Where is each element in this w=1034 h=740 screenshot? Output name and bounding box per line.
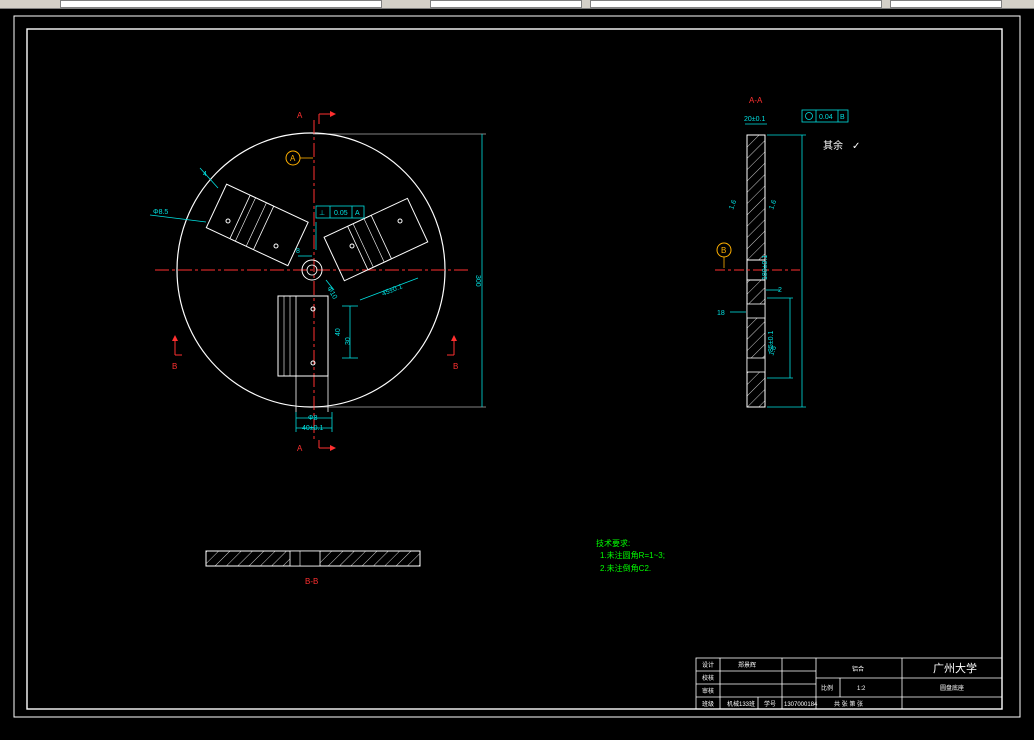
tolerance-center-value: 0.05 [334,210,348,217]
toolbar-combo-2[interactable] [430,0,582,8]
dim-vertical-1: 180±0.1 [762,255,769,280]
tb-school: 广州大学 [933,661,977,675]
toolbar-combo-4[interactable] [890,0,1002,8]
dim-bottom-2-text: Φ8 [308,415,318,422]
screw-hole [310,360,316,366]
section-label-bottom: A [297,444,303,453]
dim-pin-text: Φ10 [325,286,338,301]
tb-scale-value: 1:2 [857,686,866,692]
drawing-canvas[interactable]: ⊥ 0.05 A Φ8.5 4 45±0.1 8 Φ10 40 30 40±0.… [0,9,1034,735]
dim-thickness: 20±0.1 [744,116,765,123]
section-b-right: B [453,362,458,371]
tb-scale-label: 比例 [821,684,833,692]
note-2: 2.未注倒角C2. [600,563,651,573]
tolerance-right-datum: B [840,114,845,121]
dim-vertical-2: 85±0.1 [768,331,775,352]
toolbar-combo-3[interactable] [590,0,882,8]
section-view-title: A-A [749,96,763,105]
tb-row1-name: 郑景辉 [738,661,756,669]
screw-hole [273,243,279,249]
bb-view-title: B-B [305,577,318,586]
screw-hole [225,218,231,224]
dim-hole-text: Φ8.5 [153,209,168,216]
section-view-bb: B-B [205,550,421,586]
ra-mark-2: 1.6 [768,199,778,211]
tb-row4-label2: 学号 [764,700,776,708]
title-block [695,657,1003,710]
tb-part-name: 圆盘底座 [940,684,964,692]
slot-block-left [205,183,309,267]
surface-note: 其余 [823,139,843,152]
center-hole [301,259,323,281]
notes-title: 技术要求: [596,538,630,548]
tb-row4-value: 机械133班 [727,700,755,708]
section-label-top: A [297,111,303,120]
outer-frame [13,15,1021,718]
plan-view: ⊥ 0.05 A Φ8.5 4 45±0.1 8 Φ10 40 30 40±0.… [149,111,486,453]
tb-sheet-info: 共 张 第 张 [834,700,863,708]
surface-check-icon: ✓ [852,141,860,152]
dim-overall-height-text: 300 [474,275,481,287]
ra-mark-1: 1.6 [728,199,738,211]
slot-block-right [323,197,429,282]
dim-angle-text: 4 [203,171,207,178]
slot-block-bottom [277,295,329,412]
note-1: 1.未注圆角R=1~3; [600,550,665,560]
dim-side-1: 18 [717,310,725,317]
dim-slot-inner-text: 40 [335,328,342,336]
toolbar-strip [0,0,1034,9]
screw-hole [397,218,403,224]
tb-row4-value2: 1307000184 [784,702,818,708]
dim-slot-inner-2-text: 30 [345,337,352,345]
screw-hole [349,243,355,249]
tb-row2-label: 校核 [702,674,714,682]
dim-side-2: 2 [778,287,782,294]
tech-notes: 技术要求: 1.未注圆角R=1~3; 2.未注倒角C2. [596,538,665,573]
tb-material: 铝合 [852,665,864,673]
svg-text:⊥: ⊥ [319,210,325,217]
dim-bottom-1-text: 40±0.1 [302,425,323,432]
dim-small-text: 8 [296,248,300,255]
tolerance-center-datum: A [355,210,360,217]
tolerance-right-value: 0.04 [819,114,833,121]
ra-mark-3: 1.6 [768,345,778,357]
tb-row4-label: 班级 [702,700,714,708]
section-b-left: B [172,362,177,371]
tb-row3-label: 审核 [702,687,714,695]
tb-row1-label: 设计 [702,661,714,669]
datum-b-text: B [721,246,726,255]
datum-a-text: A [290,154,296,163]
dim-slot-depth-text: 45±0.1 [381,283,404,298]
toolbar-combo-1[interactable] [60,0,382,8]
inner-frame [26,28,1003,710]
center-hole-inner [306,264,318,276]
screw-hole [310,306,316,312]
section-view-aa: A-A B 0.04 B 其余 ✓ 20±0.1 [715,96,860,408]
